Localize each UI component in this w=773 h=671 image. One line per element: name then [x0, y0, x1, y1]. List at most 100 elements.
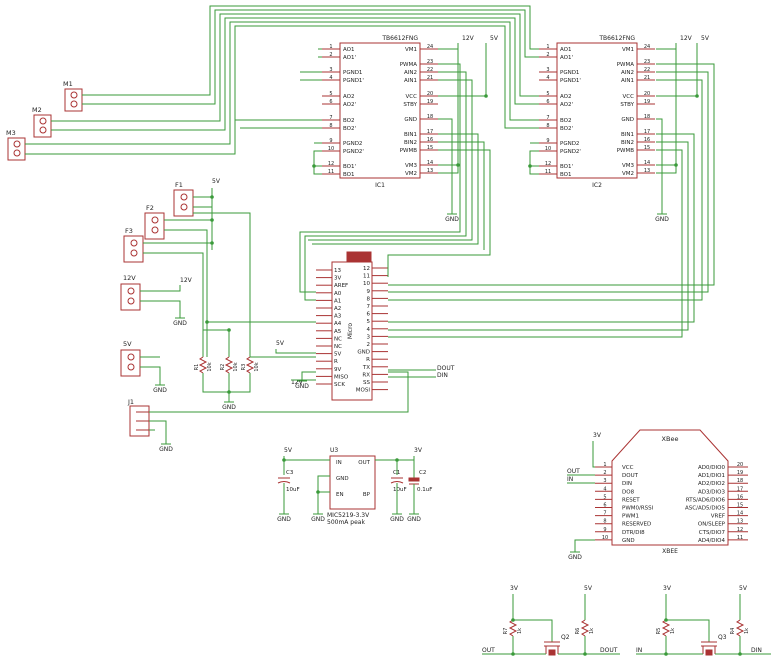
cap-name: C3: [286, 470, 294, 476]
motor-label: M1: [63, 80, 73, 88]
pin-name: 10: [363, 281, 370, 287]
sensor-label: F3: [125, 227, 133, 235]
pin-name: MOSI: [356, 388, 371, 394]
pin-name: VM1: [405, 47, 417, 53]
pin-name: PGND1: [343, 70, 362, 76]
wire: [308, 79, 473, 241]
pin-name: 9: [367, 289, 371, 295]
pin-number: 12: [737, 527, 743, 533]
pin-number: 9: [546, 138, 549, 144]
pin-name: PWM1: [622, 514, 639, 520]
pin-number: 6: [603, 503, 606, 509]
net-label: IN: [636, 647, 642, 654]
cap-value: 10uF: [286, 487, 300, 493]
pin-number: 18: [737, 478, 743, 484]
pin-name: ASC/AD5/DIO5: [685, 506, 725, 512]
pin-name: TX: [362, 365, 370, 371]
pin-name: 12: [363, 266, 370, 272]
net-label: IN: [567, 476, 573, 483]
reg-part: MIC5219-3.3V: [327, 512, 370, 519]
net-label: 5V: [490, 35, 499, 42]
pin-name: VREF: [711, 514, 725, 520]
pin-name: SS: [363, 380, 370, 386]
pin-name: AO2: [343, 94, 355, 100]
pin-name: PGND2: [343, 141, 362, 147]
resistor: [735, 619, 745, 637]
net-label: 5V: [584, 585, 593, 592]
pin-number: 7: [546, 115, 549, 121]
pin-name: BIN2: [621, 140, 634, 146]
pin-pad: [70, 100, 78, 108]
pin-name: AD0/DIO0: [698, 465, 726, 471]
pin-number: 23: [644, 59, 650, 65]
resistor-name: R6: [575, 628, 581, 635]
pin-number: 15: [644, 145, 650, 151]
cap-name: C1: [393, 470, 400, 476]
pin-name: 9V: [334, 367, 341, 373]
pin-name: DTR/DI8: [622, 530, 645, 536]
wire: [283, 456, 330, 461]
pin-name: AD3/DIO3: [698, 489, 726, 495]
pin-number: 8: [603, 519, 606, 525]
junction: [511, 652, 515, 656]
pin-name: AD2/DIO2: [698, 481, 725, 487]
pin-name: RESERVED: [622, 522, 651, 528]
pin-pad: [127, 287, 135, 295]
wire: [317, 475, 330, 510]
pin-name: VCC: [406, 94, 418, 100]
wire: [149, 420, 167, 440]
reg-name: U3: [330, 447, 338, 454]
ground-label: GND: [173, 320, 187, 327]
pin-name: PWMB: [400, 148, 418, 154]
pin-name: 6: [367, 312, 371, 318]
pin-number: 16: [644, 137, 650, 143]
wire: [25, 21, 539, 145]
wire: [388, 133, 695, 323]
pin-name: GND: [404, 117, 417, 123]
pin-number: 6: [329, 99, 332, 105]
cap-plate: [390, 481, 404, 484]
wire: [140, 285, 181, 292]
pin-number: 23: [427, 59, 433, 65]
wire: [140, 300, 181, 314]
wire: [388, 79, 703, 301]
junction: [664, 652, 668, 656]
resistor-value: 10k: [207, 362, 213, 371]
pin-pad: [127, 297, 135, 305]
resistor-name: R2: [220, 364, 226, 371]
motor-label: M3: [6, 129, 16, 137]
pin-pad: [151, 226, 159, 234]
micro-name-label: Micro: [347, 323, 354, 339]
pin-number: 10: [545, 146, 551, 152]
pin-pad: [151, 216, 159, 224]
pin-name: BO1: [560, 172, 572, 178]
pin-name: MISO: [334, 374, 349, 380]
ground-label: GND: [390, 516, 404, 523]
pin-number: 4: [603, 486, 606, 492]
wire: [82, 9, 539, 105]
net-label: 3V: [593, 432, 602, 439]
ic-part-label: TB6612FNG: [598, 35, 635, 42]
pin-number: 16: [737, 494, 743, 500]
pin-name: STBY: [620, 102, 634, 108]
pin-number: 21: [427, 75, 433, 81]
net-label: DOUT: [437, 365, 455, 372]
usb-connector: [346, 251, 372, 262]
net-label: 12V: [291, 379, 304, 386]
pin-pad: [130, 249, 138, 257]
pin-number: 19: [737, 470, 743, 476]
pin-name: BO2: [343, 118, 355, 124]
wire: [164, 229, 208, 357]
pin-name: PWMB: [617, 148, 635, 154]
pin-name: R: [366, 357, 370, 363]
connector-label: 5V: [123, 340, 132, 348]
sensor-connector: [173, 189, 194, 217]
pin-name: 8: [367, 296, 371, 302]
wire: [388, 141, 689, 331]
pin-pad: [127, 363, 135, 371]
pin-name: SCK: [334, 382, 345, 388]
sensor-connector: [123, 235, 144, 263]
wire: [438, 118, 453, 210]
pin-number: 14: [644, 160, 650, 166]
wire: [513, 619, 553, 642]
